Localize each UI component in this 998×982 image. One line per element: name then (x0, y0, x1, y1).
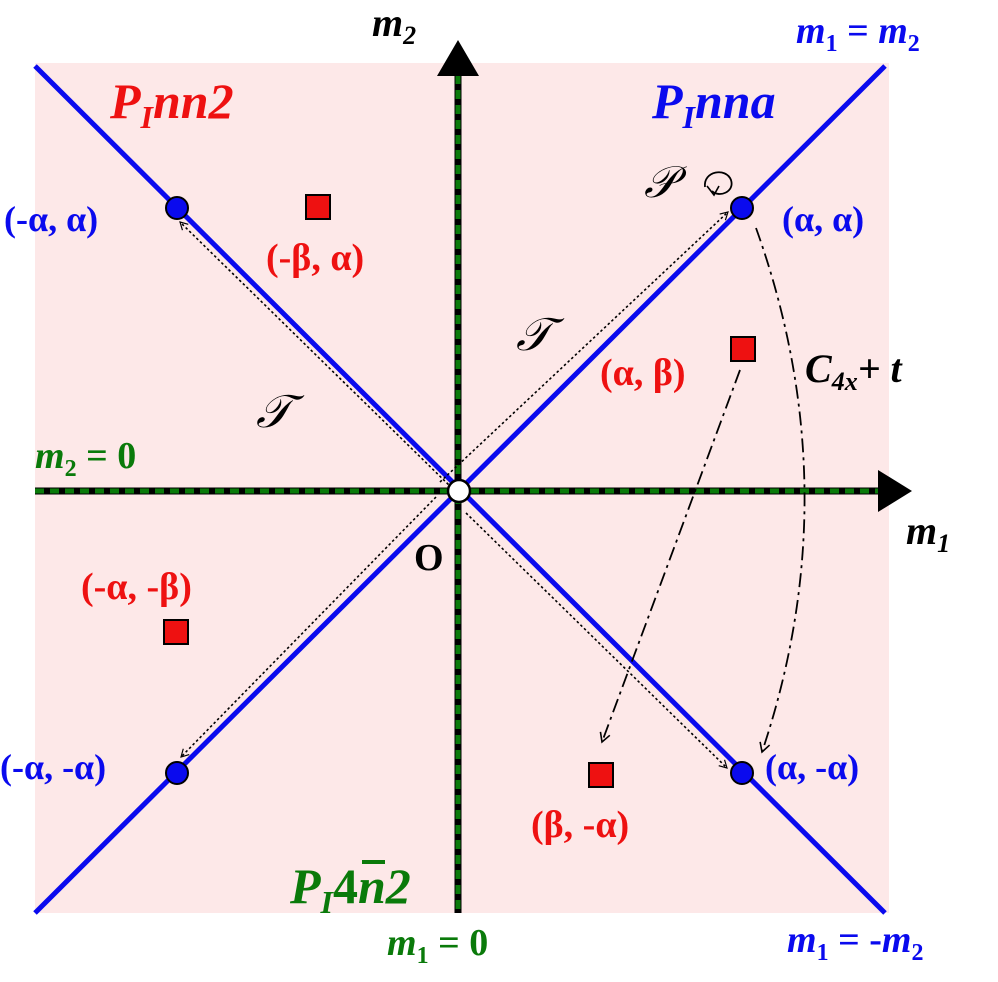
translation-arrow-nw (179, 221, 453, 489)
label-m1-eq-m2: m1 = m2 (796, 10, 920, 57)
blue-point-a--a (730, 761, 754, 785)
label-red-a-b: (α, β) (600, 352, 686, 394)
blue-point--a--a (165, 761, 189, 785)
blue-point--a-a (165, 196, 189, 220)
space-group-pi4n2: PI4n2 (289, 858, 411, 920)
label-m1-eq-0: m1 = 0 (387, 922, 488, 969)
translation-arrow-sw (180, 496, 437, 758)
axis-m2-arrowhead (437, 40, 479, 76)
red-point-b--a (588, 762, 614, 788)
label-red--a--b: (-α, -β) (81, 566, 192, 608)
red-point--a--b (163, 619, 189, 645)
inversion-curl-icon (704, 171, 733, 195)
space-group-pinna: PInna (651, 73, 776, 135)
label-rotation: C4x+ t (805, 346, 903, 396)
axis-m1-arrowhead (878, 470, 912, 512)
axis-label-m1: m1 (906, 508, 950, 558)
origin-label: O (414, 537, 444, 579)
inversion-curl-arrowhead (706, 185, 720, 197)
rotation-arrow-inner (599, 369, 741, 744)
label-blue--a--a: (-α, -α) (0, 747, 106, 787)
label-blue-a--a: (α, -α) (765, 747, 859, 787)
label-m1-eq-neg-m2: m1 = -m2 (787, 919, 923, 966)
red-point--b-a (305, 194, 331, 220)
axis-label-m2: m2 (372, 0, 416, 50)
label-red--b-a: (-β, α) (266, 237, 364, 279)
label-m2-eq-0: m2 = 0 (35, 435, 136, 482)
translation-arrow-ne (439, 211, 729, 483)
label-blue-a-a: (α, α) (782, 199, 864, 239)
space-group-pinn2: PInn2 (109, 73, 234, 135)
red-point-a-b (730, 336, 756, 362)
label-blue--a-a: (-α, α) (4, 199, 98, 239)
label-red-b--a: (β, -α) (531, 804, 629, 846)
blue-point-a-a (730, 196, 754, 220)
translation-arrow-se (465, 512, 728, 769)
origin-point (446, 478, 472, 504)
